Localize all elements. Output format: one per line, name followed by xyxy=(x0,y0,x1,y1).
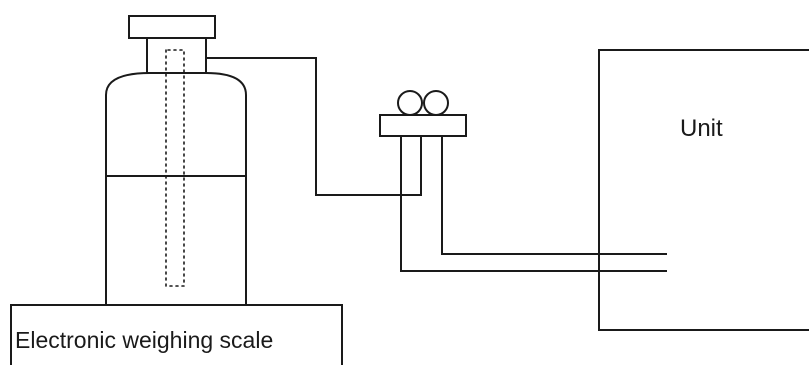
dip-tube xyxy=(165,49,185,287)
gauge-manifold xyxy=(379,114,467,137)
refrigerant-cylinder xyxy=(105,72,247,306)
unit-label: Unit xyxy=(680,115,723,142)
low-pressure-gauge xyxy=(397,90,423,116)
scale-label: Electronic weighing scale xyxy=(15,327,273,353)
unit-hose-inner xyxy=(441,135,667,255)
high-pressure-gauge xyxy=(423,90,449,116)
weighing-scale xyxy=(10,304,343,365)
charging-hose xyxy=(205,57,422,196)
unit-box xyxy=(598,49,809,331)
cylinder-neck xyxy=(146,37,207,74)
unit-hose-outer xyxy=(400,135,667,272)
cylinder-cap xyxy=(128,15,216,39)
